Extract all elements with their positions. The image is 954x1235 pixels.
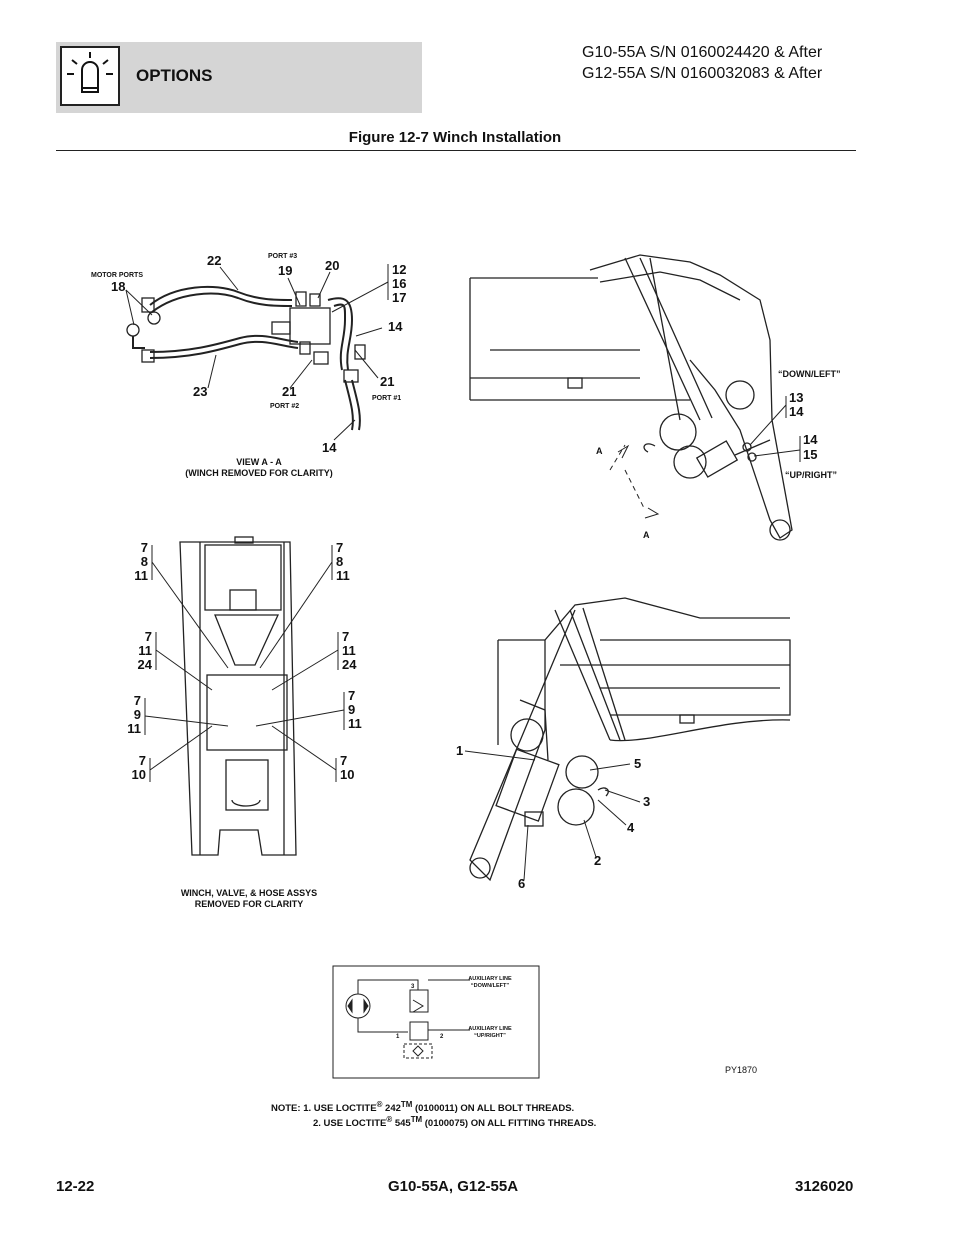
callout-3: 3	[643, 794, 650, 809]
port2-label: PORT #2	[270, 403, 299, 410]
fl-g1-1: 7	[141, 540, 148, 555]
frame-right-callouts: 7 8 11 7 11 24 7 9 11 7 10	[336, 540, 362, 782]
note1-text: NOTE: 1. USE LOCTITE	[271, 1103, 377, 1115]
header-rule	[56, 150, 856, 151]
note-line-2: 2. USE LOCTITE® 545TM (0100075) ON ALL F…	[313, 1115, 596, 1129]
callout-14-bottom: 14	[803, 432, 818, 447]
fl-g1-2: 8	[141, 554, 148, 569]
down-left-label: “DOWN/LEFT”	[778, 369, 841, 379]
fl-g4-2: 10	[132, 767, 146, 782]
aux-up-right-label: “UP/RIGHT”	[474, 1033, 506, 1039]
callout-17: 17	[392, 290, 406, 305]
note1-post: (0100011) ON ALL BOLT THREADS.	[412, 1103, 575, 1115]
callout-23: 23	[193, 384, 207, 399]
drawing-ref: PY1870	[725, 1065, 757, 1075]
callout-16: 16	[392, 276, 406, 291]
schematic-port-1: 1	[396, 1034, 400, 1040]
fr-g4-2: 10	[340, 767, 354, 782]
note2-text: 2. USE LOCTITE	[313, 1118, 387, 1130]
model-line-1: G10-55A S/N 0160024420 & After	[582, 44, 823, 61]
callout-14b: 14	[322, 440, 337, 455]
port3-label: PORT #3	[268, 253, 297, 260]
schematic-port-2: 2	[440, 1034, 444, 1040]
view-aa-leaders	[125, 264, 389, 441]
view-aa-hoses	[126, 285, 366, 431]
note1-tm: TM	[400, 1100, 413, 1109]
fr-g3-3: 11	[348, 716, 362, 731]
fr-g1-1: 7	[336, 540, 343, 555]
up-right-label: “UP/RIGHT”	[785, 470, 837, 480]
frame-rear-view	[179, 536, 297, 856]
view-aa-caption-2: (WINCH REMOVED FOR CLARITY)	[185, 468, 333, 478]
fr-g3-2: 9	[348, 702, 355, 717]
section-title: OPTIONS	[136, 66, 213, 85]
fl-g3-3: 11	[127, 721, 141, 736]
note2-num: 545	[392, 1118, 411, 1130]
section-a-label-2: A	[643, 530, 650, 540]
fl-g2-1: 7	[145, 629, 152, 644]
aux-down-left-label: “DOWN/LEFT”	[471, 983, 509, 989]
motor-ports-label: MOTOR PORTS	[91, 272, 143, 279]
fr-g4-1: 7	[340, 753, 347, 768]
callout-5: 5	[634, 756, 641, 771]
frame-caption-1: WINCH, VALVE, & HOSE ASSYS	[181, 888, 317, 898]
fl-g3-1: 7	[134, 693, 141, 708]
hydraulic-schematic	[345, 979, 470, 1059]
aux-line-label-2: AUXILIARY LINE	[468, 1026, 512, 1032]
footer-models: G10-55A, G12-55A	[388, 1178, 519, 1195]
fr-g1-2: 8	[336, 554, 343, 569]
note2-post: (0100075) ON ALL FITTING THREADS.	[422, 1118, 597, 1130]
callout-2: 2	[594, 853, 601, 868]
callout-22: 22	[207, 253, 221, 268]
fl-g3-2: 9	[134, 707, 141, 722]
frame-left-callouts: 7 8 11 7 11 24 7 9 11 7 10	[127, 540, 153, 782]
note1-num: 242	[382, 1103, 401, 1115]
model-line-2: G12-55A S/N 0160032083 & After	[582, 65, 823, 82]
fl-g2-3: 24	[138, 657, 153, 672]
fl-g4-1: 7	[139, 753, 146, 768]
page-number: 12-22	[56, 1178, 95, 1195]
callout-20: 20	[325, 258, 339, 273]
callout-18: 18	[111, 279, 125, 294]
fl-g1-3: 11	[134, 568, 148, 583]
callout-21a: 21	[282, 384, 296, 399]
install-leaders	[464, 750, 641, 881]
callout-1: 1	[456, 743, 463, 758]
figure-title: Figure 12-7 Winch Installation	[348, 129, 562, 146]
section-a-label-1: A	[596, 446, 603, 456]
frame-caption-2: REMOVED FOR CLARITY	[195, 899, 304, 909]
callout-14-top: 14	[789, 404, 804, 419]
callout-6: 6	[518, 876, 525, 891]
boom-side-view-top	[469, 254, 793, 541]
schematic-frame	[332, 965, 540, 1079]
top-right-leaders	[609, 396, 801, 519]
fr-g3-1: 7	[348, 688, 355, 703]
note-line-1: NOTE: 1. USE LOCTITE® 242TM (0100011) ON…	[271, 1100, 574, 1114]
callout-14a: 14	[388, 319, 403, 334]
note2-reg: ®	[386, 1115, 393, 1124]
callout-12: 12	[392, 262, 406, 277]
callout-15: 15	[803, 447, 817, 462]
note1-reg: ®	[376, 1100, 383, 1109]
callout-4: 4	[627, 820, 635, 835]
fr-g2-1: 7	[342, 629, 349, 644]
schematic-port-3: 3	[411, 984, 415, 990]
note2-tm: TM	[410, 1115, 423, 1124]
view-aa-caption-1: VIEW A - A	[236, 457, 282, 467]
fr-g2-2: 11	[342, 643, 356, 658]
fl-g2-2: 11	[138, 643, 152, 658]
doc-number: 3126020	[795, 1178, 854, 1195]
fr-g2-3: 24	[342, 657, 357, 672]
port1-label: PORT #1	[372, 395, 401, 402]
callout-19: 19	[278, 263, 292, 278]
frame-leaders	[144, 545, 345, 782]
boom-install-view	[469, 597, 791, 882]
aux-line-label-1: AUXILIARY LINE	[468, 976, 512, 982]
fr-g1-3: 11	[336, 568, 350, 583]
options-light-icon	[60, 46, 120, 106]
callout-21b: 21	[380, 374, 394, 389]
callout-13: 13	[789, 390, 803, 405]
